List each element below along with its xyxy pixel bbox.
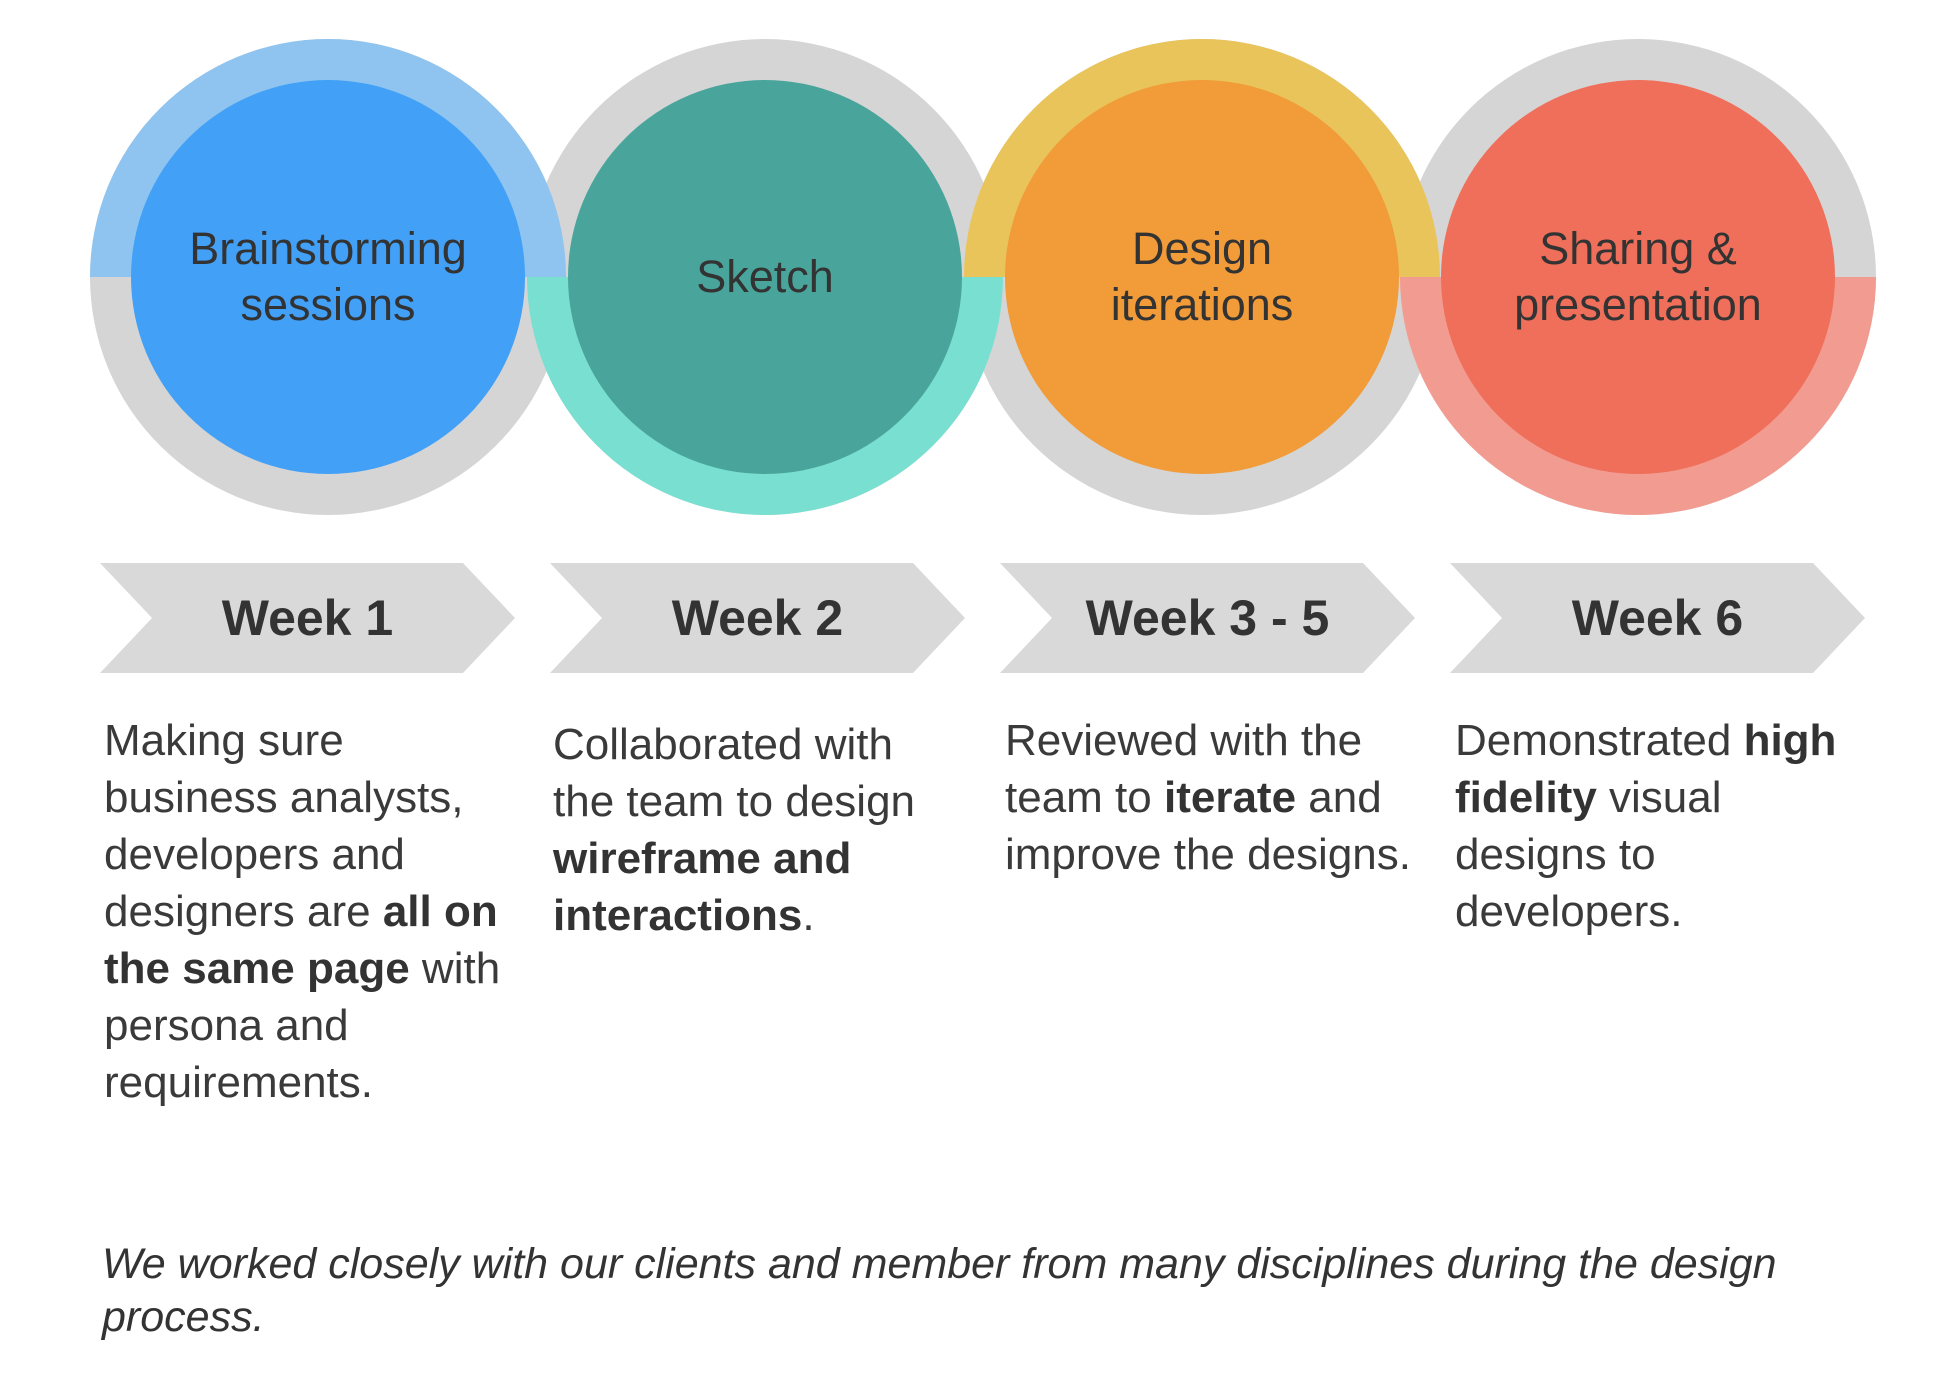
chevron-week-3 [1000, 563, 1415, 673]
circle-sharing [1441, 80, 1835, 474]
chevron-week-2 [550, 563, 965, 673]
step-title-brainstorming: Brainstorming sessions [189, 223, 467, 330]
inner-circles [131, 80, 1835, 474]
circle-design-iterations [1005, 80, 1399, 474]
week-label-1: Week 1 [221, 590, 394, 646]
step-title-sharing: Sharing & presentation [1514, 223, 1762, 330]
week-label-6: Week 6 [1571, 590, 1744, 646]
step-description-2: Collaborated with the team to design wir… [553, 720, 916, 940]
step-description-3: Reviewed with the team to iterate and im… [1005, 716, 1411, 879]
circle-sketch [568, 80, 962, 474]
step-title-sketch: Sketch [696, 251, 834, 302]
week-label-2: Week 2 [671, 590, 844, 646]
chevrons [100, 563, 1865, 673]
chevron-week-1 [100, 563, 515, 673]
footer-note: We worked closely with our clients and m… [102, 1240, 1777, 1341]
week-label-3-5: Week 3 - 5 [1085, 590, 1330, 646]
circle-brainstorming [131, 80, 525, 474]
step-description-4: Demonstrated high fidelity visual design… [1455, 716, 1837, 936]
step-title-design-iterations: Design iterations [1110, 223, 1294, 330]
step-description-1: Making sure business analysts, developer… [104, 716, 501, 1107]
chevron-week-4 [1450, 563, 1865, 673]
